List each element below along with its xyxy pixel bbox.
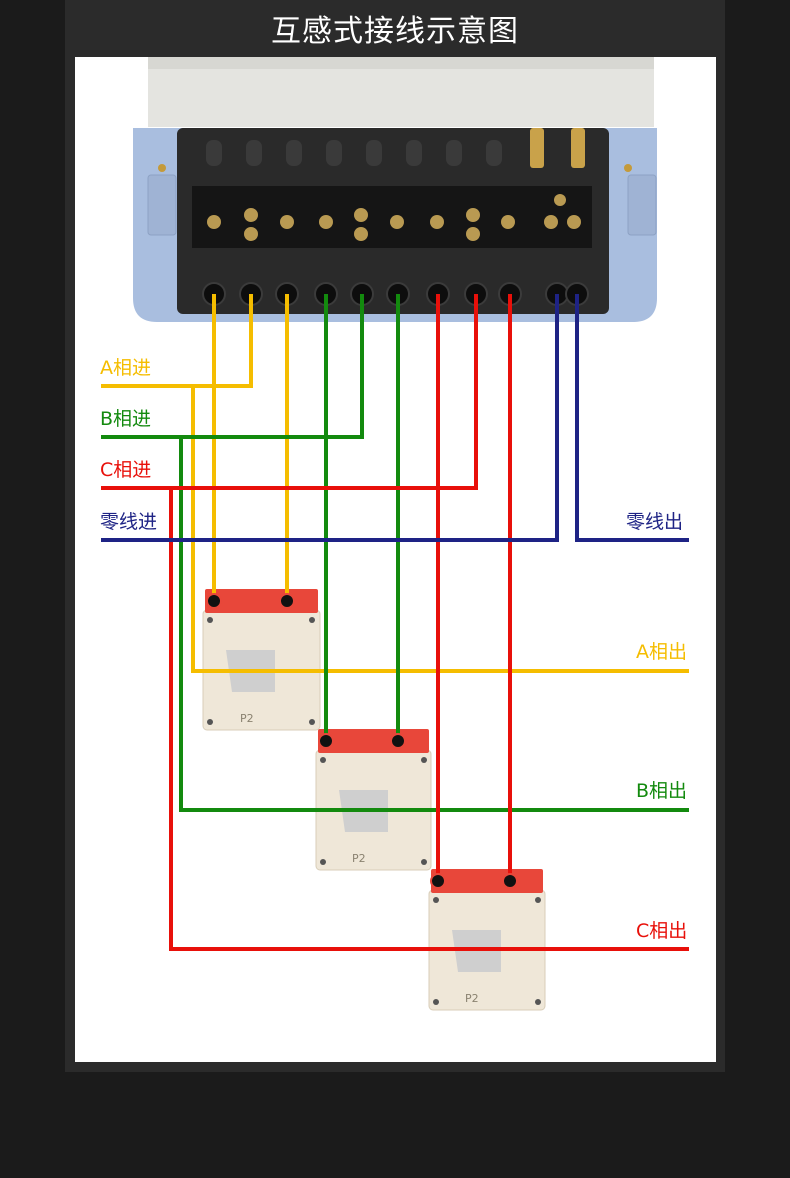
- label-b-in: B相进: [100, 408, 152, 430]
- wire-n-in: [101, 294, 559, 542]
- page-title: 互感式接线示意图: [271, 14, 519, 49]
- current-transformer-c: P2: [428, 869, 546, 1011]
- wire-n-out: [575, 294, 689, 542]
- label-c-in: C相进: [100, 459, 152, 481]
- wire-c-in: [101, 294, 478, 490]
- current-transformer-b: P2: [315, 729, 432, 871]
- current-transformer-a: P2: [202, 589, 321, 731]
- top-terminal-notches: [206, 140, 502, 166]
- meter-slot-right: [627, 174, 657, 236]
- ct-mark: P2: [240, 712, 254, 725]
- wire-a-in: [101, 294, 253, 388]
- wire-c-through: [169, 488, 689, 951]
- meter-slot-left: [147, 174, 177, 236]
- ct-mark: P2: [352, 852, 366, 865]
- label-a-out: A相出: [636, 641, 687, 663]
- terminal-screws: [207, 194, 581, 241]
- aux-terminal-screws: [530, 128, 585, 168]
- label-n-in: 零线进: [100, 511, 158, 533]
- label-b-out: B相出: [636, 780, 688, 802]
- ct-mark: P2: [465, 992, 479, 1005]
- wire-b-in: [101, 294, 364, 439]
- wire-a-through: [191, 386, 689, 673]
- label-c-out: C相出: [636, 920, 688, 942]
- energy-meter: [133, 57, 657, 322]
- label-a-in: A相进: [100, 357, 151, 379]
- label-n-out: 零线出: [626, 511, 684, 533]
- wire-b-through: [179, 437, 689, 812]
- ct-terminals: [206, 593, 518, 889]
